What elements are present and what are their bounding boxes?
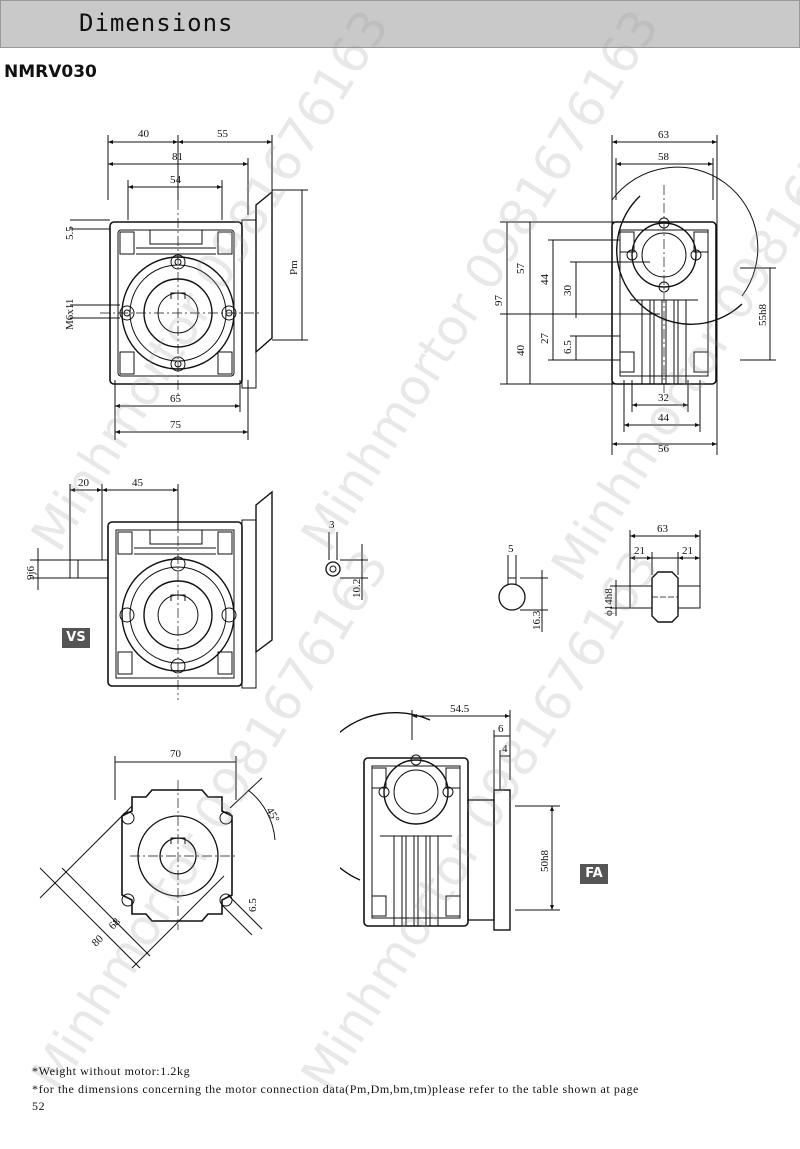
vs-dim-20: 20 [78,477,90,489]
flange-drawing: 70 45° 6.5 68 80 [39,748,281,969]
side-dim-58: 58 [658,151,670,163]
shaftkey-dim-10-2: 10.2 [351,579,363,598]
side-dim-44b: 44 [658,412,670,424]
front-dim-m6x11: M6x11 [64,299,76,330]
bore-and-hollow-shaft-drawing: 5 16.3 63 21 21 ϕ14h8 [498,523,701,632]
front-dim-54: 54 [170,174,182,186]
front-dim-81: 81 [172,151,183,163]
side-dim-32: 32 [658,392,669,404]
fa-dim-54-5: 54.5 [450,703,470,715]
front-view-drawing: 40 55 81 54 5.5 M6x11 65 75 Pm bm tm Dm [64,128,308,440]
model-title: NMRV030 [4,62,97,82]
flange-dim-45deg: 45° [263,806,281,825]
side-dim-97: 97 [493,295,505,307]
front-dim-pm: Pm [288,260,300,275]
vs-dim-9j6: 9j6 [25,565,37,580]
front-dim-65: 65 [170,393,182,405]
side-dim-55h8: 55h8 [757,304,769,327]
fa-dim-4: 4 [502,743,508,755]
reference-note-page: 52 [32,1099,46,1113]
shaftkey-dim-3: 3 [329,519,335,531]
vs-view-drawing: 20 45 9j6 3 10.2 [25,477,368,700]
vs-dim-45: 45 [132,477,144,489]
flange-dim-70: 70 [170,748,182,760]
side-view-drawing: 63 58 97 57 44 30 40 27 6.5 55h8 32 44 5… [493,129,776,455]
side-dim-57: 57 [515,263,527,275]
front-dim-75: 75 [170,419,182,431]
fa-view-drawing: 54.5 6 4 50h8 [340,703,560,931]
side-dim-63: 63 [658,129,670,141]
bore-dim-16-3: 16.3 [531,610,543,630]
header-bar: Dimensions [0,0,800,48]
hollow-dim-21a: 21 [634,545,645,557]
side-dim-30: 30 [562,285,574,297]
side-dim-56: 56 [658,443,670,455]
hollow-dim-14h8: ϕ14h8 [603,588,615,616]
side-dim-44: 44 [539,274,551,286]
weight-note: *Weight without motor:1.2kg [32,1064,191,1078]
vs-tag: VS [62,628,90,648]
front-dim-55: 55 [217,128,229,140]
flange-dim-6-5: 6.5 [247,898,259,912]
fa-dim-50h8: 50h8 [539,850,551,873]
side-dim-40: 40 [515,345,527,357]
reference-note: *for the dimensions concerning the motor… [32,1082,639,1096]
side-dim-27: 27 [539,333,551,345]
hollow-dim-21b: 21 [682,545,693,557]
fa-tag: FA [580,864,608,884]
side-dim-6-5: 6.5 [562,340,574,354]
fa-dim-6: 6 [498,723,504,735]
hollow-dim-63: 63 [657,523,669,535]
front-dim-5-5: 5.5 [64,226,76,240]
bore-dim-5: 5 [508,543,514,555]
page-title: Dimensions [79,9,234,37]
front-dim-40: 40 [138,128,150,140]
